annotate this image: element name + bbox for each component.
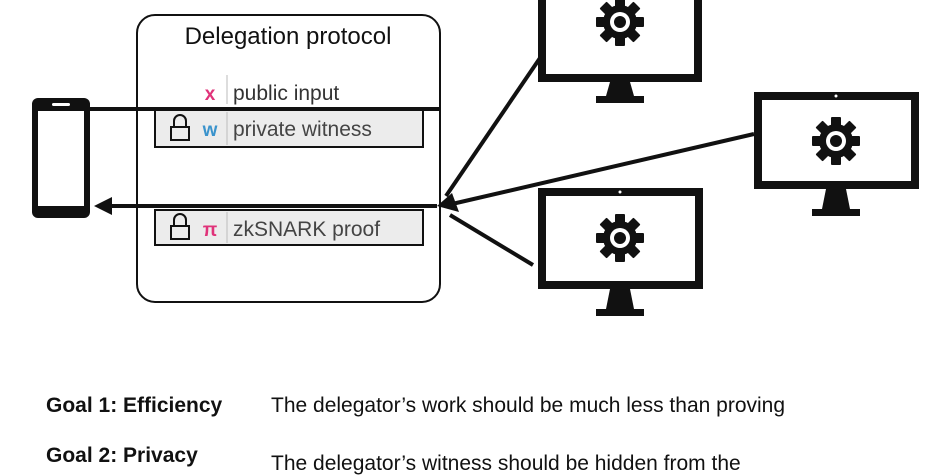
worker2-line bbox=[451, 132, 755, 206]
private-witness-label: private witness bbox=[233, 118, 372, 141]
x-symbol: x bbox=[205, 84, 216, 105]
smartphone-icon bbox=[32, 98, 90, 218]
public-input-label: public input bbox=[233, 82, 339, 105]
protocol-box bbox=[136, 14, 441, 303]
proof-field bbox=[154, 209, 424, 246]
goal-privacy: Goal 2: Privacy The delegator’s witness s… bbox=[46, 444, 741, 475]
goal-privacy-label: Goal 2: Privacy bbox=[46, 444, 198, 467]
w-symbol: w bbox=[202, 120, 218, 141]
proof-label: zkSNARK proof bbox=[233, 218, 380, 241]
protocol-title: Delegation protocol bbox=[185, 23, 392, 50]
pi-symbol: π bbox=[203, 220, 218, 241]
worker1-line bbox=[444, 56, 542, 198]
computer-monitor-gear-icon bbox=[538, 0, 702, 103]
computer-monitor-gear-icon bbox=[754, 92, 919, 216]
worker3-line bbox=[448, 213, 535, 267]
arrow-head-converge bbox=[437, 193, 459, 212]
arrow-head-left bbox=[94, 197, 112, 215]
goal-efficiency-description: The delegator’s work should be much less… bbox=[271, 394, 786, 417]
goal-efficiency: Goal 1: Efficiency The delegator’s work s… bbox=[46, 394, 785, 418]
computer-monitor-gear-icon bbox=[538, 188, 703, 316]
goal-efficiency-label: Goal 1: Efficiency bbox=[46, 394, 223, 417]
goal-privacy-description: The delegator’s witness should be hidden… bbox=[271, 452, 741, 475]
